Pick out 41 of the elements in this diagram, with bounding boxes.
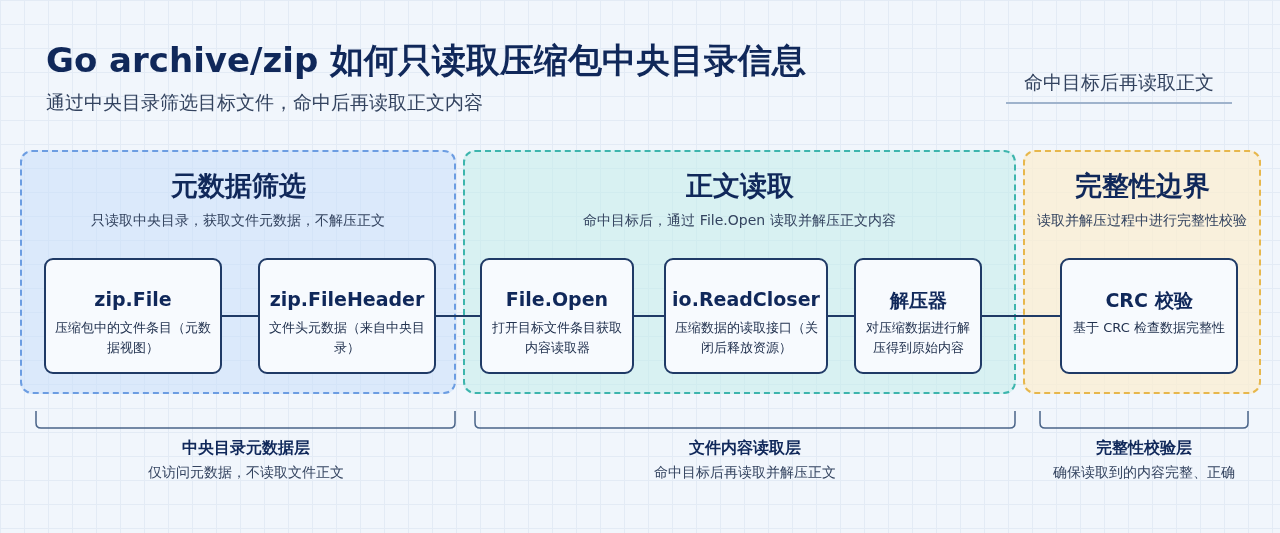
panel-subtitle: 只读取中央目录，获取文件元数据，不解压正文: [90, 212, 386, 230]
box-text: 压缩包中的文件条目（元数据视图）: [54, 319, 212, 357]
layer-title: 完整性校验层: [1095, 438, 1193, 459]
group-panel: [20, 150, 456, 394]
note-underlined: 命中目标后再读取正文: [1006, 70, 1232, 104]
connector-line: [221, 315, 259, 317]
box-title: File.Open: [504, 288, 610, 310]
box-title: zip.FileHeader: [268, 288, 426, 310]
box-text: 基于 CRC 检查数据完整性: [1072, 319, 1226, 337]
box-text: 对压缩数据进行解压得到原始内容: [865, 319, 971, 357]
process-box: [44, 258, 222, 374]
title: Go archive/zip 如何只读取压缩包中央目录信息: [46, 39, 807, 82]
layer-description: 命中目标后再读取并解压正文: [653, 464, 837, 482]
box-text: 文件头元数据（来自中央目录）: [268, 319, 426, 357]
layer-title: 文件内容读取层: [688, 438, 802, 459]
box-title: zip.File: [93, 288, 173, 310]
panel-heading: 正文读取: [684, 169, 795, 203]
layer-description: 确保读取到的内容完整、正确: [1052, 464, 1236, 482]
box-text: 压缩数据的读取接口（关闭后释放资源）: [673, 319, 819, 357]
process-box: [480, 258, 634, 374]
connector-line: [633, 315, 665, 317]
connector-line: [827, 315, 855, 317]
process-box: [258, 258, 436, 374]
group-panel: [463, 150, 1016, 394]
box-title: CRC 校验: [1104, 288, 1194, 313]
panel-heading: 元数据筛选: [169, 169, 307, 203]
box-title: io.ReadCloser: [671, 288, 821, 310]
subtitle: 通过中央目录筛选目标文件，命中后再读取正文内容: [46, 90, 483, 115]
connector-line: [981, 315, 1061, 317]
process-box: [854, 258, 982, 374]
panel-subtitle: 命中目标后，通过 File.Open 读取并解压正文内容: [582, 212, 897, 230]
panel-subtitle: 读取并解压过程中进行完整性校验: [1036, 212, 1248, 230]
layer-title: 中央目录元数据层: [180, 438, 311, 459]
layer-description: 仅访问元数据，不读取文件正文: [146, 464, 345, 482]
process-box: [1060, 258, 1238, 374]
group-panel: [1023, 150, 1261, 394]
connector-line: [435, 315, 481, 317]
panel-heading: 完整性边界: [1073, 169, 1211, 203]
box-title: 解压器: [888, 288, 948, 313]
process-box: [664, 258, 828, 374]
box-text: 打开目标文件条目获取内容读取器: [491, 319, 623, 357]
